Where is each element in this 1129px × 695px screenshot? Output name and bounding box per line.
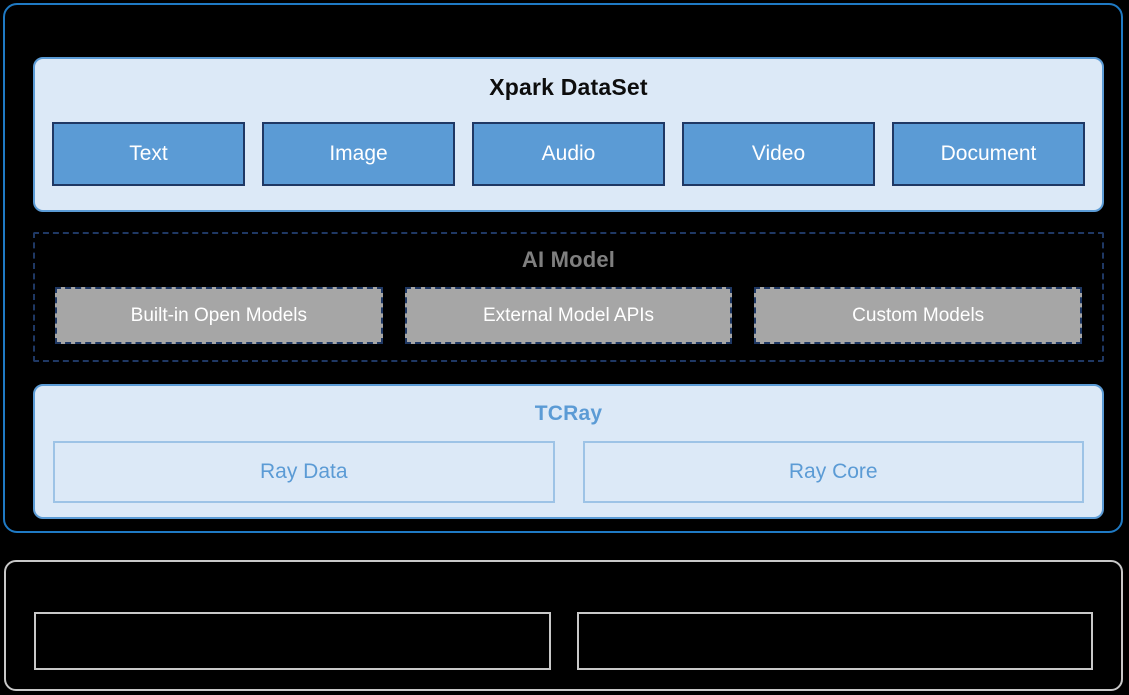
dataset-chip-audio[interactable]: Audio xyxy=(472,122,665,186)
tcray-chip-ray-data-label: Ray Data xyxy=(259,460,348,483)
infrastructure-container xyxy=(4,560,1123,691)
tcray-chip-row: Ray Data Ray Core xyxy=(53,441,1084,503)
dataset-chip-row: Text Image Audio Video Document xyxy=(52,122,1085,186)
platform-container: Xpark DataSet Text Image Audio Video Doc… xyxy=(3,3,1123,533)
ai-model-chip-custom-models[interactable]: Custom Models xyxy=(754,287,1083,344)
dataset-chip-image-label: Image xyxy=(329,142,388,165)
dataset-chip-video[interactable]: Video xyxy=(682,122,875,186)
dataset-chip-text-label: Text xyxy=(129,142,168,165)
ai-model-chip-external-model-apis[interactable]: External Model APIs xyxy=(404,287,733,344)
ai-model-chip-row: Built-in Open Models External Model APIs… xyxy=(55,287,1083,344)
layer-ai-model-title: AI Model xyxy=(521,247,616,272)
ai-model-chip-builtin-open-models[interactable]: Built-in Open Models xyxy=(55,287,383,344)
layer-tcray: TCRay Ray Data Ray Core xyxy=(33,384,1104,519)
infrastructure-chip-left[interactable] xyxy=(34,612,551,670)
dataset-chip-document[interactable]: Document xyxy=(892,122,1085,186)
infrastructure-chip-right[interactable] xyxy=(576,612,1093,670)
layer-ai-model: AI Model Built-in Open Models External M… xyxy=(33,232,1104,362)
layer-tcray-title: TCRay xyxy=(534,402,603,425)
layer-dataset: Xpark DataSet Text Image Audio Video Doc… xyxy=(33,57,1104,212)
layer-dataset-title: Xpark DataSet xyxy=(489,74,648,100)
ai-model-chip-custom-models-label: Custom Models xyxy=(852,304,985,326)
ai-model-chip-builtin-open-models-label: Built-in Open Models xyxy=(130,304,308,326)
dataset-chip-document-label: Document xyxy=(940,142,1037,165)
dataset-chip-video-label: Video xyxy=(751,142,806,165)
tcray-chip-ray-core-label: Ray Core xyxy=(788,460,878,483)
dataset-chip-text[interactable]: Text xyxy=(52,122,245,186)
tcray-chip-ray-core[interactable]: Ray Core xyxy=(582,441,1084,503)
tcray-chip-ray-data[interactable]: Ray Data xyxy=(53,441,555,503)
dataset-chip-image[interactable]: Image xyxy=(262,122,455,186)
ai-model-chip-external-model-apis-label: External Model APIs xyxy=(482,304,655,326)
dataset-chip-audio-label: Audio xyxy=(541,142,596,165)
infrastructure-chip-row xyxy=(34,612,1093,670)
